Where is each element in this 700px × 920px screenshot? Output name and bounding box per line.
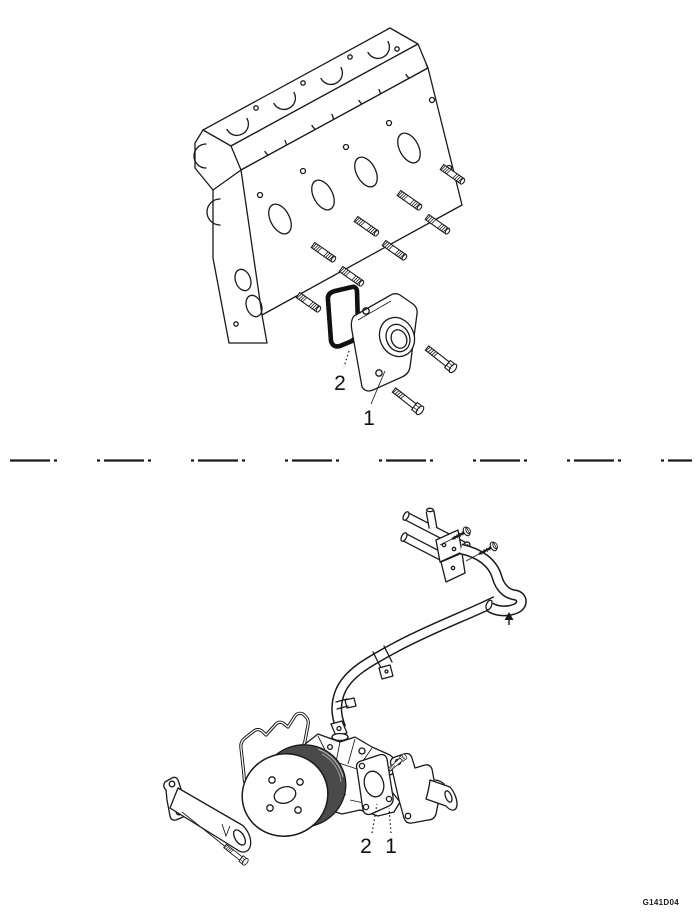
callout-2-bottom: 2	[360, 835, 372, 858]
housing-bolt	[423, 343, 459, 375]
coolant-hose	[331, 596, 499, 731]
pump-ear-hole	[326, 743, 334, 751]
pump-pulley	[241, 744, 347, 837]
stub-open-end	[425, 507, 435, 513]
thermostat-housing	[350, 293, 418, 392]
cylinder-head-figure	[193, 27, 467, 344]
housing-bolt-hole	[362, 307, 370, 315]
head-ports	[268, 132, 421, 235]
pipe-open-end	[402, 511, 410, 521]
housing-snout	[378, 316, 416, 358]
left-bearing-caps	[193, 143, 221, 226]
block-port	[245, 294, 263, 318]
deck-hole	[300, 80, 306, 86]
head-left-edge	[212, 169, 242, 191]
water-pump-figure: 2 1	[163, 507, 527, 867]
coolant-pipes	[400, 507, 527, 617]
pipe-open-end	[400, 532, 408, 542]
screw-leader	[465, 553, 480, 562]
outlet-gasket	[355, 753, 394, 816]
deck-hole	[394, 46, 400, 52]
block-hole	[233, 321, 239, 327]
fitting-ear-hole	[404, 812, 412, 820]
u-pipe-open-end	[485, 599, 493, 611]
callout-leader-1-top	[370, 370, 386, 405]
inlet-tube	[169, 787, 252, 853]
water-outlet-fitting	[386, 752, 458, 824]
figure-code: G141D04	[643, 898, 680, 907]
thermostat-gasket	[325, 284, 361, 349]
pump-ear-hole	[358, 747, 366, 755]
callout-leader-2-bottom	[371, 803, 378, 834]
deck-hole	[253, 105, 259, 111]
cam-saddles-row1	[226, 40, 391, 137]
callout-leader-1-bottom	[388, 807, 392, 834]
housing-bolt-hole	[375, 369, 383, 377]
flow-arrow	[504, 612, 514, 625]
hose-clamp	[372, 645, 394, 680]
bolt-axis-leader	[181, 811, 233, 853]
pulley-face	[241, 753, 329, 837]
gasket-opening	[363, 770, 385, 798]
screw-leader	[439, 538, 453, 546]
hose-end-clamp	[335, 697, 357, 710]
callout-1-top: 1	[363, 407, 375, 430]
callout-1-bottom: 1	[385, 835, 397, 858]
block-port	[234, 268, 252, 292]
inlet-pipe	[163, 776, 252, 867]
hose-stub-fitting	[330, 720, 348, 737]
inlet-tube-mouth	[232, 829, 247, 846]
callout-2-top: 2	[334, 372, 346, 395]
pipe-bracket-lower	[440, 552, 466, 583]
pulley-center-slot	[273, 786, 297, 804]
deck-hole	[347, 54, 353, 60]
housing-bolt	[390, 385, 426, 417]
callout-leader-2-top	[343, 350, 350, 368]
head-left-end	[194, 129, 268, 344]
